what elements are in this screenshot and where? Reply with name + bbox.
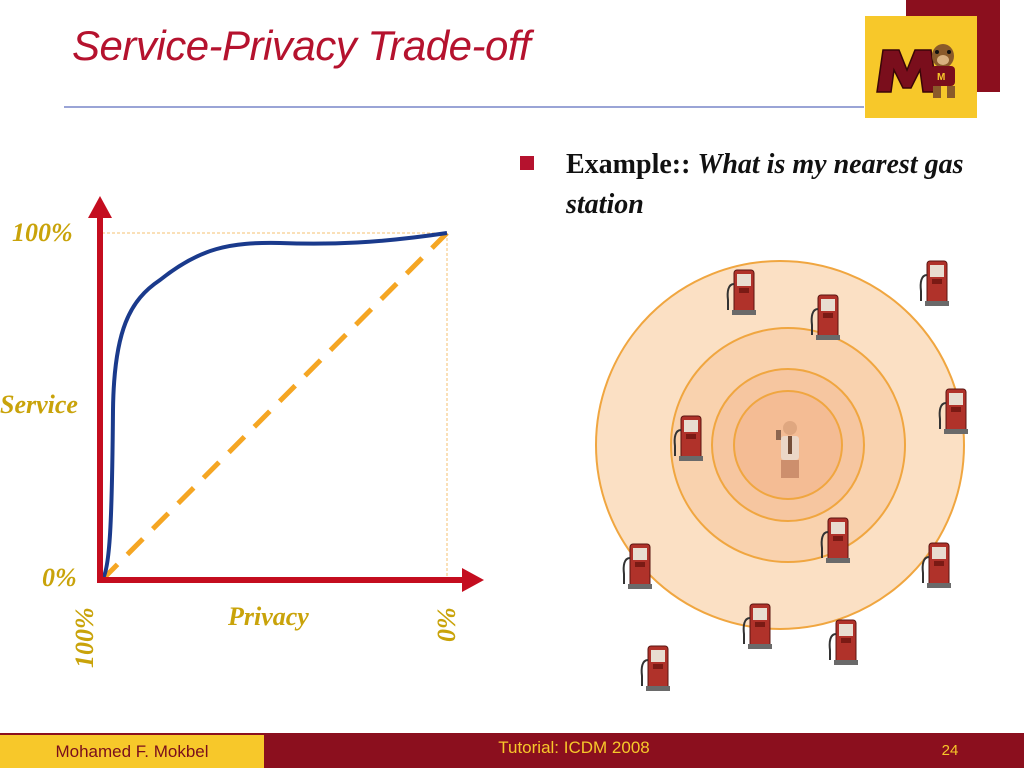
slide-title: Service-Privacy Trade-off	[72, 22, 531, 69]
x-axis-arrow	[462, 568, 484, 592]
y-axis-arrow	[88, 196, 112, 218]
gas-pump-icon	[828, 619, 858, 665]
gas-pump-icon	[938, 388, 968, 434]
bullet-marker	[520, 156, 534, 170]
gas-pump-icon	[673, 415, 703, 461]
gas-pump-icon	[820, 517, 850, 563]
footer-page-number: 24	[941, 742, 959, 759]
footer-author-box	[0, 735, 264, 768]
bullet-question: What is my nearest gas station	[566, 149, 964, 220]
gas-pump-icon	[726, 269, 756, 315]
bullet-label: Example::	[566, 149, 691, 180]
tradeoff-curve	[100, 231, 448, 582]
gas-pump-icon	[921, 542, 951, 588]
y-min-label: 0%	[42, 563, 77, 592]
gas-pump-icon	[742, 603, 772, 649]
x-min-label: 100%	[70, 607, 99, 668]
footer-event: Tutorial: ICDM 2008	[498, 738, 650, 757]
svg-text:M: M	[937, 72, 945, 83]
baseline-diagonal	[100, 231, 449, 582]
gas-pump-icon	[622, 543, 652, 589]
gas-pump-icon	[919, 260, 949, 306]
person-on-phone-icon	[776, 421, 799, 478]
footer-author: Mohamed F. Mokbel	[55, 742, 209, 761]
gas-pump-icon	[640, 645, 670, 691]
gas-pump-icon	[810, 294, 840, 340]
y-axis-label: Service	[0, 390, 78, 419]
bullet-text: Example:: What is my nearest gas station	[566, 145, 1016, 225]
x-max-label: 0%	[432, 607, 461, 642]
y-max-label: 100%	[12, 218, 73, 247]
title-rule	[64, 106, 864, 108]
university-minnesota-logo-icon: M	[873, 30, 969, 104]
gas-pumps	[622, 260, 968, 691]
x-axis-label: Privacy	[228, 602, 309, 631]
